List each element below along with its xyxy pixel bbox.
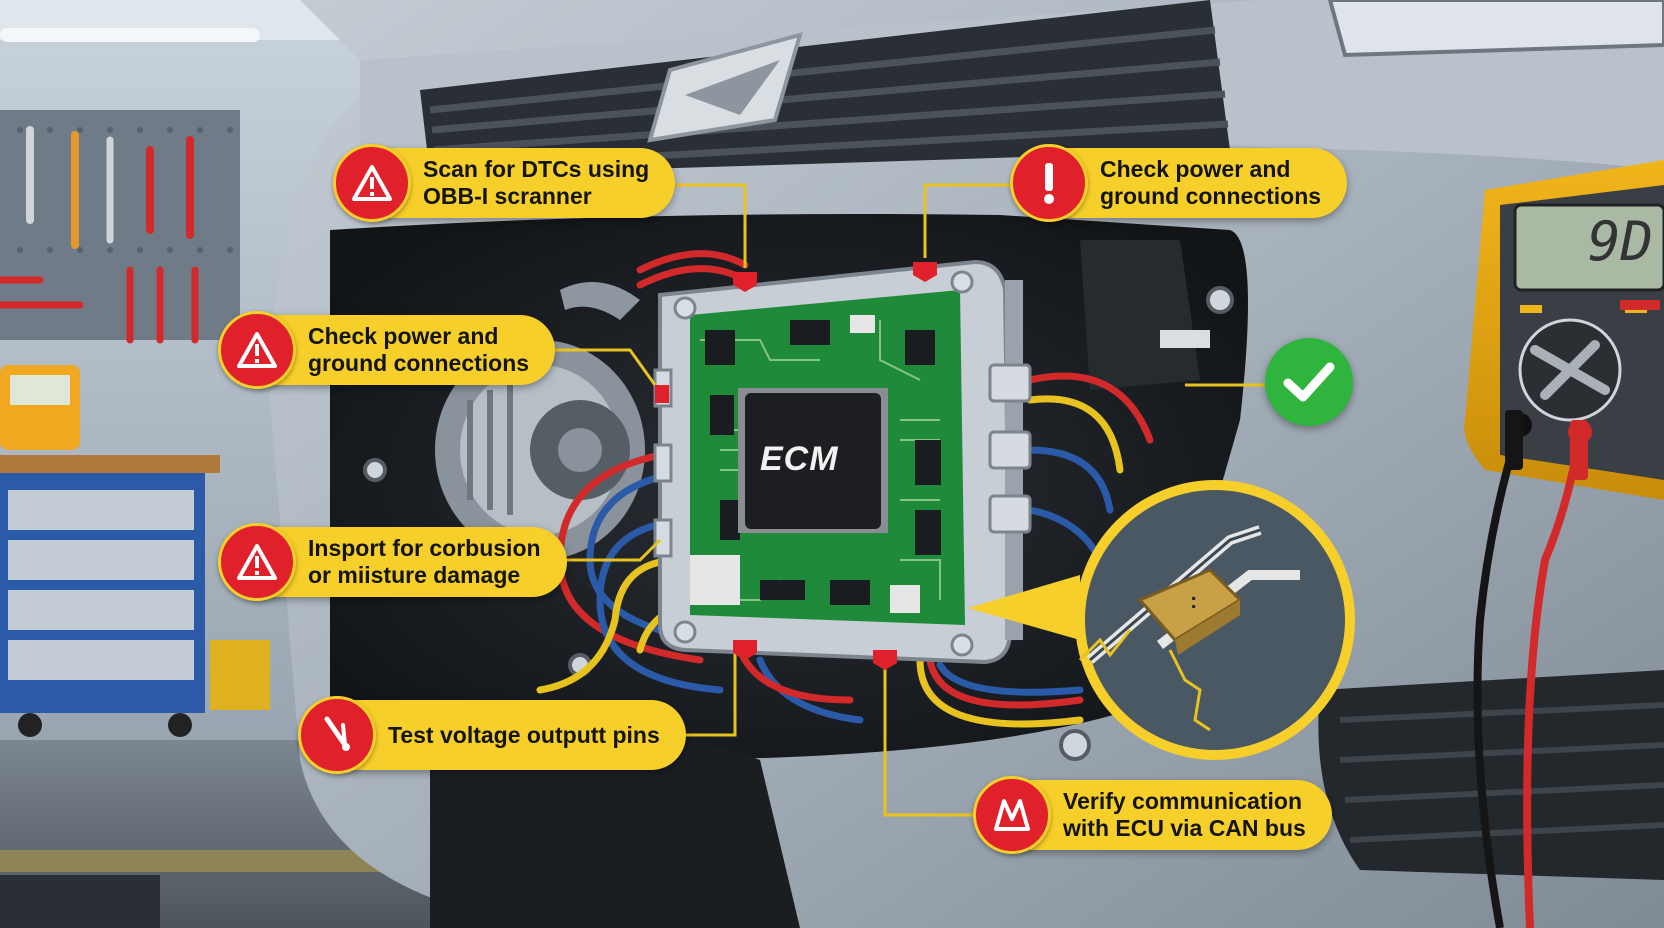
ecm-chip-label: ECM <box>760 440 839 478</box>
alternator <box>435 282 645 560</box>
checkmark-icon <box>1265 338 1353 426</box>
warning-triangle-icon <box>218 523 296 601</box>
probe-icon <box>298 696 376 774</box>
callout-inspect-corrosion: Insport for corbusion or miisture damage <box>218 523 567 601</box>
callout-text: Test voltage outputt pins <box>388 721 660 748</box>
callout-test-voltage: Test voltage outputt pins <box>298 696 686 774</box>
callout-text: Scan for DTCs using OBB-I scranner <box>423 156 650 209</box>
callout-scan-dtcs: Scan for DTCs using OBB-I scranner <box>333 144 676 222</box>
tool-cart <box>0 365 270 737</box>
connection-markers <box>655 262 937 670</box>
warning-triangle-icon <box>218 311 296 389</box>
multimeter <box>1464 160 1664 928</box>
callout-text: Check power and ground connections <box>1100 156 1322 209</box>
callout-power-ground-top: Check power and ground connections <box>1010 144 1348 222</box>
svg-text::: : <box>1190 588 1197 613</box>
exclamation-icon <box>1010 144 1088 222</box>
multimeter-display: 9D <box>1588 210 1654 273</box>
warning-triangle-icon <box>333 144 411 222</box>
ecm-module <box>653 259 1032 665</box>
callout-text: Check power and ground connections <box>308 323 530 376</box>
corrosion-zoom-inset: : <box>968 480 1355 760</box>
pegboard <box>0 110 240 344</box>
callout-power-ground-left: Check power and ground connections <box>218 311 556 389</box>
callout-text: Verify communication with ECU via CAN bu… <box>1063 788 1306 841</box>
callout-text: Insport for corbusion or miisture damage <box>308 535 541 588</box>
callout-verify-can: Verify communication with ECU via CAN bu… <box>973 776 1332 854</box>
network-icon <box>973 776 1051 854</box>
